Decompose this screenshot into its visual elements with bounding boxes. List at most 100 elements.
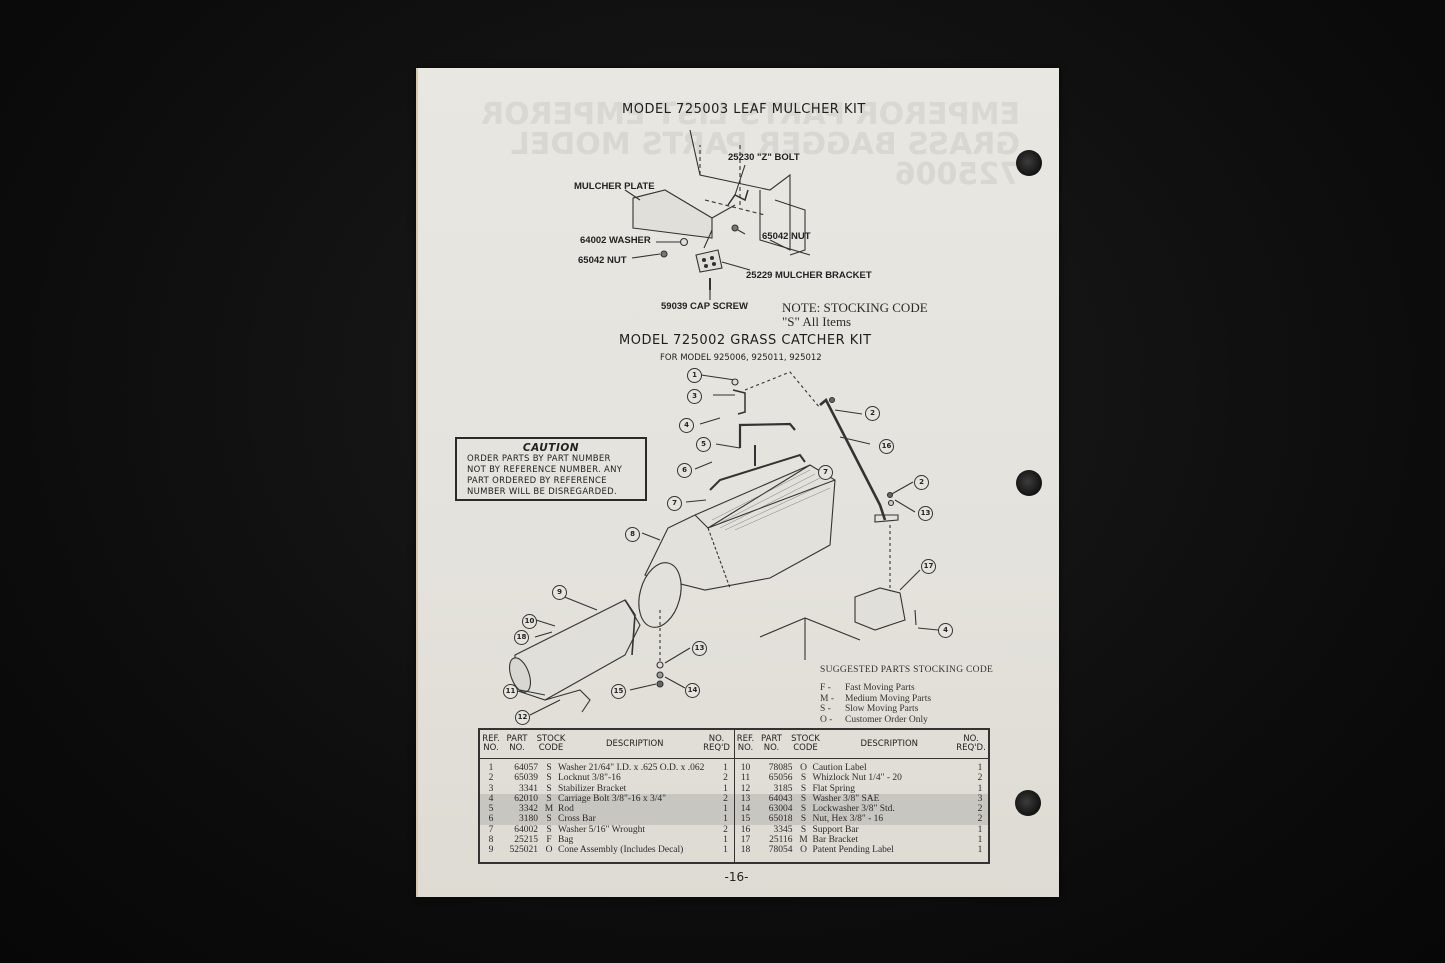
description-cell: Nut, Hex 3/8" - 16 — [812, 814, 884, 825]
part-no-cell: 525021 — [509, 845, 539, 856]
ref-no-cell: 16 — [740, 824, 751, 835]
qty-required-cell: 1 — [723, 814, 728, 825]
description-cell: Washer 3/8" SAE — [812, 793, 880, 804]
stocking-code-m: M -Medium Moving Parts — [820, 693, 932, 704]
stock-code-cell: M — [799, 835, 808, 846]
stock-code-cell: S — [546, 793, 552, 804]
table-row: 14 63004 S Lockwasher 3/8" Std. 2 — [734, 804, 988, 815]
callout-13: 13 — [692, 641, 707, 656]
binder-hole-icon — [1016, 150, 1042, 176]
stock-code-cell: O — [800, 763, 807, 773]
part-no-cell: 64057 — [514, 763, 538, 773]
caution-line-4: NUMBER WILL BE DISREGARDED. — [467, 487, 618, 497]
part-no-cell: 3185 — [773, 783, 793, 794]
part-no-cell: 64002 — [514, 824, 538, 835]
caution-line-2: NOT BY REFERENCE NUMBER. ANY — [467, 465, 623, 475]
part-no-cell: 78085 — [768, 763, 793, 773]
ref-no-cell: 15 — [740, 814, 751, 825]
callout-2: 2 — [865, 406, 880, 421]
label-nut-right: 65042 NUT — [762, 231, 811, 242]
grass-catcher-kit-title: MODEL 725002 GRASS CATCHER KIT — [619, 333, 872, 348]
stock-code-cell: S — [800, 824, 807, 835]
caution-box: CAUTION ORDER PARTS BY PART NUMBER NOT B… — [455, 437, 647, 501]
ref-no-cell: 13 — [740, 793, 751, 804]
ref-no-cell: 6 — [488, 814, 494, 825]
parts-table-right: REF. NO. PART NO. STOCK CODE DESCRIPTION… — [733, 730, 989, 862]
description-cell: Support Bar — [812, 824, 859, 835]
description-cell: Washer 21/64" I.D. x .625 O.D. x .062 — [558, 763, 705, 773]
stock-code-cell: F — [546, 835, 552, 846]
parts-table-left: REF. NO. PART NO. STOCK CODE DESCRIPTION… — [480, 730, 734, 862]
description-cell: Cone Assembly (Includes Decal) — [558, 845, 684, 856]
ref-no-cell: 12 — [740, 783, 751, 794]
stocking-note-line2: "S" All Items — [782, 314, 852, 329]
callout-6: 6 — [677, 463, 692, 478]
description-cell: Bag — [558, 835, 574, 846]
qty-required-cell: 1 — [977, 783, 983, 794]
description-cell: Lockwasher 3/8" Std. — [812, 804, 895, 815]
callout-10: 10 — [522, 614, 537, 629]
ref-no-cell: 18 — [740, 845, 751, 856]
ref-no-cell: 8 — [488, 835, 494, 846]
qty-required-cell: 3 — [977, 793, 983, 804]
grass-catcher-subtitle: FOR MODEL 925006, 925011, 925012 — [660, 353, 822, 363]
stock-code-cell: S — [546, 814, 552, 825]
part-no-cell: 63004 — [768, 804, 793, 815]
ref-no-cell: 7 — [488, 824, 494, 835]
qty-required-cell: 2 — [977, 814, 983, 825]
qty-required-cell: 2 — [977, 804, 983, 815]
qty-required-cell: 1 — [723, 845, 728, 856]
callout-7: 7 — [818, 465, 833, 480]
binder-hole-icon — [1015, 790, 1041, 816]
label-mulcher-bracket: 25229 MULCHER BRACKET — [746, 270, 872, 281]
caution-title: CAUTION — [522, 442, 580, 454]
description-cell: Cross Bar — [558, 814, 596, 825]
callout-3: 3 — [687, 389, 702, 404]
table-header: REF. NO. PART NO. STOCK CODE DESCRIPTION… — [734, 730, 988, 759]
description-cell: Bar Bracket — [812, 835, 859, 846]
callout-12: 12 — [515, 710, 530, 725]
stock-code-cell: S — [546, 773, 552, 784]
callout-2: 2 — [914, 475, 929, 490]
stock-code-cell: S — [546, 783, 552, 794]
description-cell: Caution Label — [812, 763, 867, 773]
part-no-cell: 3342 — [519, 804, 538, 815]
callout-4: 4 — [679, 418, 694, 433]
description-cell: Carriage Bolt 3/8"-16 x 3/4" — [558, 793, 667, 804]
part-no-cell: 25215 — [514, 835, 538, 846]
qty-required-cell: 1 — [723, 835, 728, 846]
part-no-cell: 62010 — [514, 793, 538, 804]
qty-required-cell: 1 — [723, 763, 728, 773]
label-cap-screw: 59039 CAP SCREW — [661, 301, 748, 312]
ref-no-cell: 14 — [740, 804, 751, 815]
callout-18: 18 — [514, 630, 529, 645]
stock-code-cell: S — [800, 793, 807, 804]
part-no-cell: 3345 — [773, 824, 793, 835]
label-washer: 64002 WASHER — [580, 235, 651, 246]
ref-no-cell: 11 — [740, 773, 751, 784]
callout-14: 14 — [685, 683, 700, 698]
stock-code-cell: S — [546, 824, 552, 835]
label-nut-left: 65042 NUT — [578, 255, 627, 266]
stock-code-cell: S — [800, 804, 807, 815]
label-z-bolt: 25230 "Z" BOLT — [728, 152, 800, 163]
callout-9: 9 — [552, 585, 567, 600]
part-no-cell: 3341 — [519, 783, 538, 794]
callout-4: 4 — [938, 623, 953, 638]
part-no-cell: 65056 — [768, 773, 793, 784]
callout-1: 1 — [687, 368, 702, 383]
stock-code-cell: S — [800, 814, 807, 825]
stock-code-cell: O — [800, 845, 807, 856]
